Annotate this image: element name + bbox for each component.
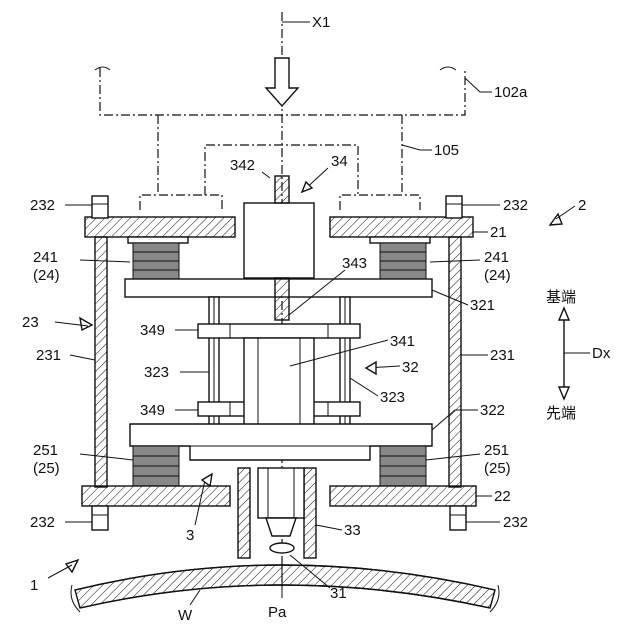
label-32: 32 [402,359,419,376]
arrow-32 [366,362,376,374]
nozzle-holder [258,468,304,518]
nozzle-33-left-wall [238,468,250,558]
label-21: 21 [490,224,507,241]
label-33: 33 [344,522,361,539]
label-323-right: 323 [380,389,405,406]
label-322: 322 [480,402,505,419]
label-232-bl: 232 [30,514,55,531]
label-1: 1 [30,577,38,594]
leader-105 [402,145,432,150]
label-321: 321 [470,297,495,314]
arrow-3 [202,474,212,486]
label-232-br: 232 [503,514,528,531]
arrow-23 [80,318,92,330]
label-323-left: 323 [144,364,169,381]
spring-251-right [380,446,426,486]
label-2: 2 [578,197,586,214]
bottom-plate-22-right [330,486,476,506]
arrow-1 [66,560,78,572]
label-23: 23 [22,314,39,331]
block-342 [244,203,314,278]
bolt-top-left [92,196,108,218]
workpiece-w-hatch [75,565,495,608]
label-pa: Pa [268,604,287,621]
label-34: 34 [331,153,348,170]
label-349-upper: 349 [140,322,165,339]
clamp-349-upper [198,324,360,338]
label-343: 343 [342,255,367,272]
label-3: 3 [186,527,194,544]
top-plate-21-left [85,217,235,237]
spring-251-left [133,446,179,486]
label-24-left: (24) [33,267,60,284]
leader-102a [465,78,492,92]
label-251-right: 251 [484,442,509,459]
dx-arrow-up [559,308,569,320]
label-349-lower: 349 [140,402,165,419]
spring-241-right [370,237,430,279]
label-24-right: (24) [484,267,511,284]
label-342: 342 [230,157,255,174]
label-102a: 102a [494,84,528,101]
label-232-tl: 232 [30,197,55,214]
tool-31-tip [270,543,294,553]
label-22: 22 [494,488,511,505]
label-x1: X1 [312,14,330,31]
label-tip-end: 先端 [546,405,576,422]
nozzle-33-right-wall [304,468,316,558]
dx-arrow-down [559,387,569,399]
label-231-right: 231 [490,347,515,364]
label-241-left: 241 [33,249,58,266]
bottom-plate-22-left [82,486,230,506]
force-arrow [266,58,298,106]
spring-241-left [128,237,188,279]
label-231-left: 231 [36,347,61,364]
tool-31 [266,518,296,536]
label-25-left: (25) [33,460,60,477]
top-plate-21-right [330,217,473,237]
label-232-tr: 232 [503,197,528,214]
bolt-bottom-right [450,506,466,530]
bolt-top-right [446,196,462,218]
frame-231-left [95,237,107,487]
label-241-right: 241 [484,249,509,266]
label-341: 341 [390,333,415,350]
label-105: 105 [434,142,459,159]
bolt-bottom-left [92,506,108,530]
label-25-right: (25) [484,460,511,477]
label-251-left: 251 [33,442,58,459]
frame-231-right [449,237,461,487]
label-w: W [178,607,193,624]
screw-34 [275,176,289,203]
label-dx: Dx [592,345,611,362]
label-base-end: 基端 [546,289,576,306]
screw-343 [275,278,289,320]
label-31: 31 [330,585,347,602]
